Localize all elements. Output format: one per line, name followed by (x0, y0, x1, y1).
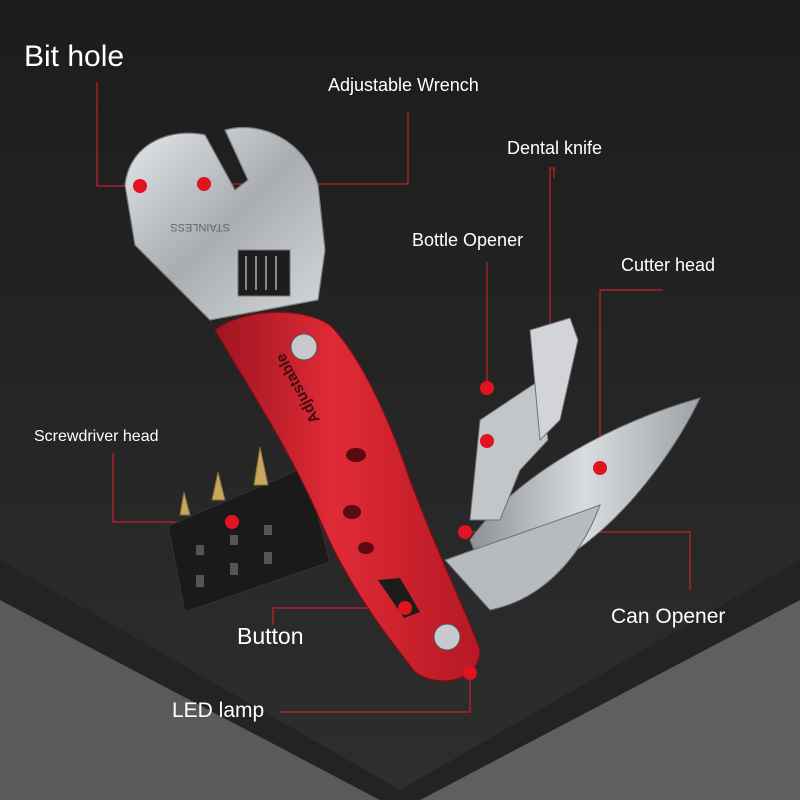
dot-wrench (197, 177, 211, 191)
label-can-opener: Can Opener (611, 605, 726, 628)
bit-holder (167, 446, 331, 613)
label-bit-hole: Bit hole (24, 40, 125, 73)
wrench-head: STAINLESS (124, 126, 326, 321)
callout-dots (133, 177, 607, 680)
handle-hole-3 (358, 542, 374, 554)
label-adjustable-wrench: Adjustable Wrench (328, 75, 479, 95)
red-handle: Adjustable (214, 311, 481, 682)
dot-screw (225, 515, 239, 529)
dot-dental-tip (480, 434, 494, 448)
dot-can (458, 525, 472, 539)
dot-cutter (593, 461, 607, 475)
label-bottle-opener: Bottle Opener (412, 230, 524, 250)
dot-button (398, 601, 412, 615)
dot-bit-hole (133, 179, 147, 193)
label-cutter-head: Cutter head (621, 255, 716, 275)
callout-line-led (280, 673, 471, 713)
bottle-opener-blade (469, 379, 549, 521)
bottom-screw (433, 623, 461, 651)
floor-shadow (0, 560, 800, 800)
wrench-engraving: STAINLESS (170, 221, 230, 233)
screwdriver-bits (179, 446, 269, 516)
handle-hole-2 (343, 505, 361, 519)
handle-hole-1 (346, 448, 366, 462)
dot-bottle (480, 381, 494, 395)
can-opener-blade (444, 504, 601, 611)
callout-line-cutter (599, 289, 663, 467)
blades (444, 317, 701, 611)
dental-knife-blade (529, 317, 579, 442)
label-screwdriver-head: Screwdriver head (34, 428, 159, 445)
label-led-lamp: LED lamp (172, 699, 265, 722)
dot-led (463, 666, 477, 680)
top-screw (290, 333, 318, 361)
label-dental-knife: Dental knife (507, 138, 603, 158)
label-button: Button (237, 623, 304, 649)
callout-line-button (272, 607, 405, 625)
